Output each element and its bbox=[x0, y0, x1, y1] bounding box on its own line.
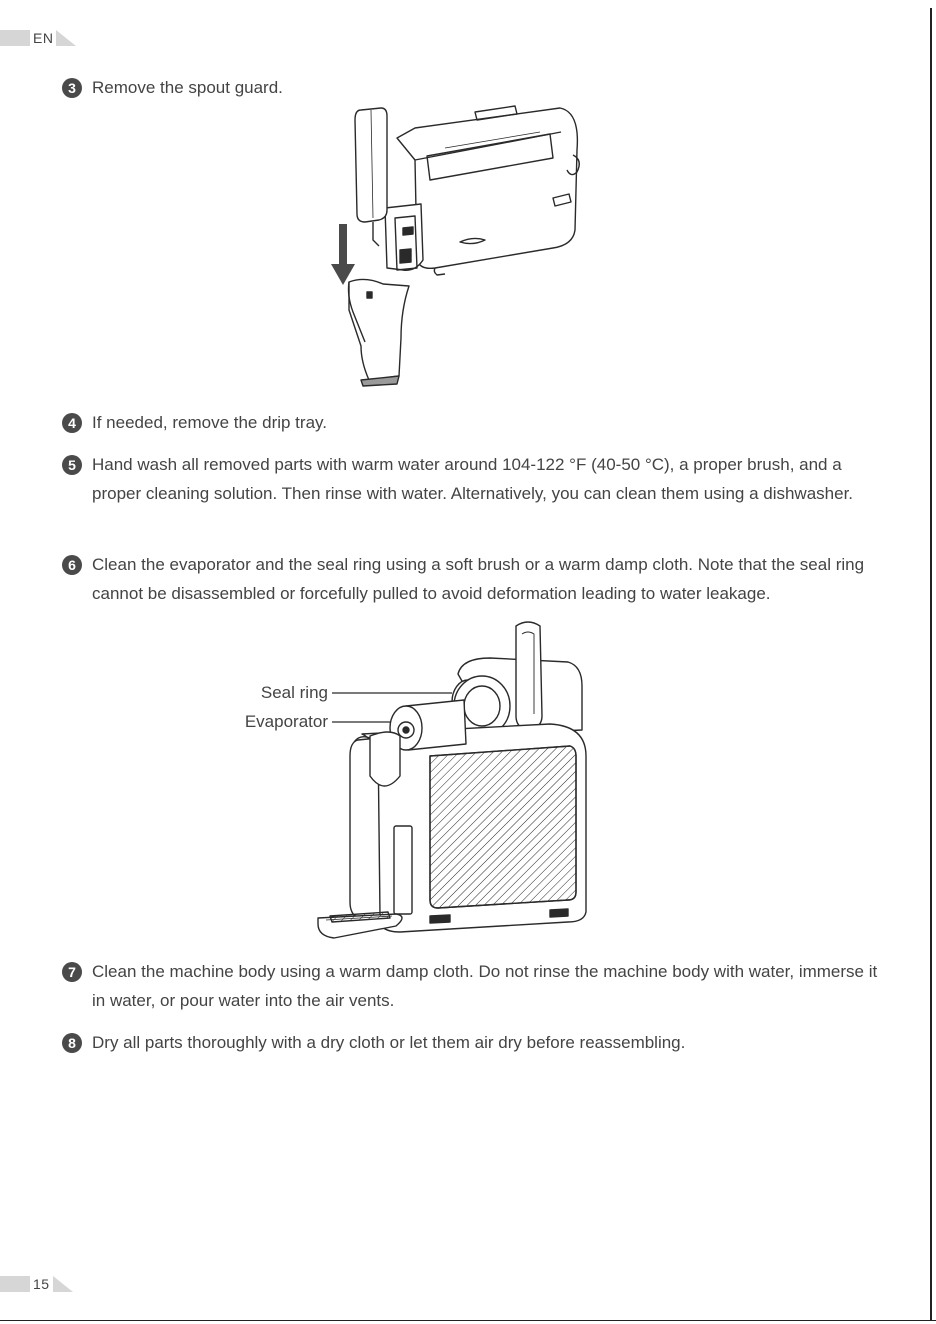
language-label: EN bbox=[33, 30, 54, 46]
step-number: 4 bbox=[62, 413, 82, 433]
bottom-margin-rule bbox=[0, 1320, 936, 1321]
step-text: If needed, remove the drip tray. bbox=[92, 413, 327, 432]
step-text: Dry all parts thoroughly with a dry clot… bbox=[92, 1033, 686, 1052]
step-text: Clean the evaporator and the seal ring u… bbox=[92, 555, 865, 603]
step-4: 4 If needed, remove the drip tray. bbox=[62, 408, 882, 437]
page-number-tab: 15 bbox=[0, 1276, 73, 1292]
step-number: 8 bbox=[62, 1033, 82, 1053]
step-7: 7 Clean the machine body using a warm da… bbox=[62, 957, 882, 1015]
tab-triangle bbox=[56, 30, 77, 46]
page-number: 15 bbox=[33, 1276, 50, 1292]
step-3: 3 Remove the spout guard. bbox=[62, 73, 882, 102]
language-tab: EN bbox=[0, 30, 77, 46]
tab-triangle bbox=[52, 1276, 73, 1292]
step-8: 8 Dry all parts thoroughly with a dry cl… bbox=[62, 1028, 882, 1057]
down-arrow-shaft bbox=[339, 224, 347, 264]
step-number: 6 bbox=[62, 555, 82, 575]
tab-bar bbox=[0, 30, 30, 46]
tab-bar bbox=[0, 1276, 30, 1292]
right-margin-rule bbox=[930, 8, 932, 1320]
evaporator-seal-ring-illustration: Seal ring Evaporator bbox=[245, 621, 587, 939]
down-arrow-head bbox=[331, 264, 355, 285]
step-text: Hand wash all removed parts with warm wa… bbox=[92, 455, 854, 503]
spout-guard-removal-illustration bbox=[331, 105, 580, 387]
step-5: 5 Hand wash all removed parts with warm … bbox=[62, 450, 882, 508]
step-6: 6 Clean the evaporator and the seal ring… bbox=[62, 550, 882, 608]
seal-ring-label: Seal ring bbox=[261, 683, 328, 702]
step-text: Remove the spout guard. bbox=[92, 78, 283, 97]
step-number: 7 bbox=[62, 962, 82, 982]
step-number: 3 bbox=[62, 78, 82, 98]
step-number: 5 bbox=[62, 455, 82, 475]
evaporator-label: Evaporator bbox=[245, 712, 328, 731]
step-text: Clean the machine body using a warm damp… bbox=[92, 962, 878, 1010]
